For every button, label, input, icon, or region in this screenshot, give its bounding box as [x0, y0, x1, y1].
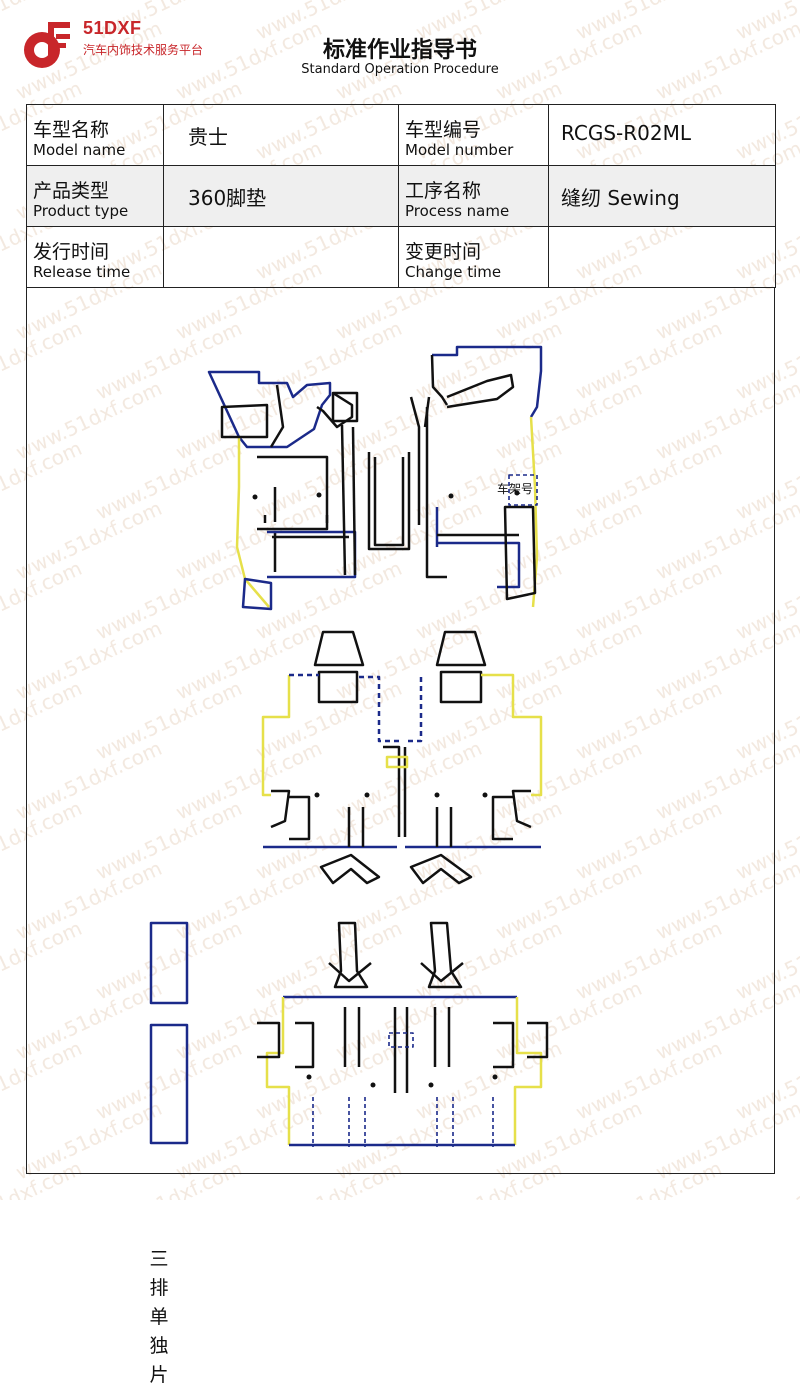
floor-mat-pattern-drawing: 车架号 [149, 345, 549, 1147]
vin-label: 车架号 [497, 481, 533, 496]
info-table: 车型名称 Model name 贵士 车型编号 Model number RCG… [26, 104, 776, 288]
page-title: 标准作业指导书 [322, 38, 477, 63]
process-name-value: 缝纫 Sewing [561, 186, 680, 210]
model-number-label-en: Model number [405, 141, 514, 159]
model-number-label-cell: 车型编号 Model number [398, 104, 549, 166]
brand-logo: 51DXF 汽车内饰技术服务平台 [20, 14, 260, 84]
model-name-value-cell: 贵士 [163, 104, 399, 166]
third-row-main-mat [257, 921, 549, 1147]
second-row-center-strip [383, 745, 409, 837]
model-name-label-zh: 车型名称 [33, 119, 110, 141]
product-type-value: 360脚垫 [188, 186, 267, 210]
second-row-left-mat [261, 630, 399, 885]
info-row-time: 发行时间 Release time 变更时间 Change time [26, 226, 776, 288]
brand-name: 51DXF [83, 18, 142, 38]
watermark-text: www.51dxf.com [732, 0, 800, 45]
change-time-value-cell[interactable] [548, 226, 776, 288]
model-name-value: 贵士 [188, 125, 228, 149]
product-type-label-zh: 产品类型 [33, 180, 110, 202]
center-tunnel-piece [331, 391, 431, 576]
release-time-label-cell: 发行时间 Release time [26, 226, 164, 288]
process-name-label-zh: 工序名称 [405, 180, 482, 202]
front-left-mat [207, 370, 357, 611]
release-time-label-zh: 发行时间 [33, 241, 110, 263]
product-type-value-cell: 360脚垫 [163, 165, 399, 227]
model-number-value: RCGS-R02ML [561, 121, 692, 145]
change-time-label-en: Change time [405, 263, 502, 281]
change-time-label-cell: 变更时间 Change time [398, 226, 549, 288]
product-type-label-en: Product type [33, 202, 129, 220]
process-name-value-cell: 缝纫 Sewing [548, 165, 776, 227]
release-time-label-en: Release time [33, 263, 131, 281]
watermark-text: www.51dxf.com [572, 0, 726, 45]
info-row-product: 产品类型 Product type 360脚垫 工序名称 Process nam… [26, 165, 776, 227]
watermark-text: www.51dxf.com [652, 16, 800, 105]
third-row-label: 三排单独片 [149, 1248, 169, 1386]
info-row-model: 车型名称 Model name 贵士 车型编号 Model number RCG… [26, 104, 776, 166]
process-name-label-en: Process name [405, 202, 510, 220]
product-type-label-cell: 产品类型 Product type [26, 165, 164, 227]
change-time-label-zh: 变更时间 [405, 241, 482, 263]
logo-mark-icon [24, 22, 70, 68]
model-number-label-zh: 车型编号 [405, 119, 482, 141]
model-name-label-cell: 车型名称 Model name [26, 104, 164, 166]
front-right-mat [425, 345, 543, 608]
model-number-value-cell: RCGS-R02ML [548, 104, 776, 166]
second-row-right-mat [405, 630, 543, 885]
model-name-label-en: Model name [33, 141, 126, 159]
release-time-value-cell[interactable] [163, 226, 399, 288]
third-row-single-pieces [149, 921, 189, 1145]
brand-tagline: 汽车内饰技术服务平台 [83, 43, 204, 57]
page-subtitle: Standard Operation Procedure [301, 62, 499, 77]
process-name-label-cell: 工序名称 Process name [398, 165, 549, 227]
pattern-drawing-area: 车架号 三排单独片 [26, 287, 775, 1386]
